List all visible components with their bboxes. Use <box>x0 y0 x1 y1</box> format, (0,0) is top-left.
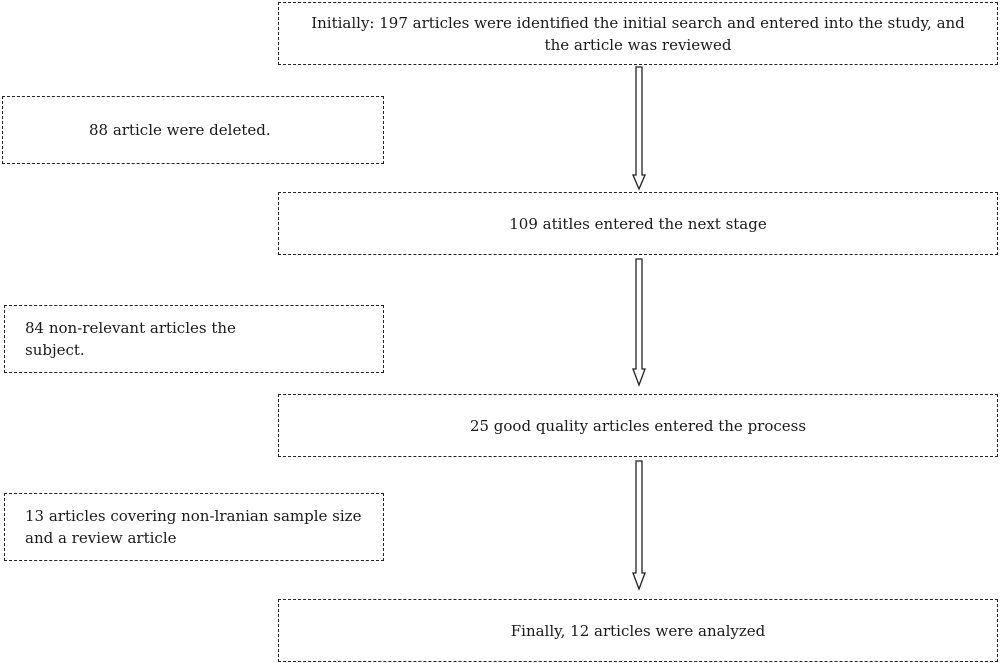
down-arrow-1 <box>632 66 646 191</box>
included-text: Finally, 12 articles were analyzed <box>510 621 766 640</box>
exclusion-box-2: 84 non-relevant articles the subject. <box>4 305 384 373</box>
down-arrow-3 <box>632 460 646 591</box>
identification-text: Initially: 197 articles were identified … <box>311 13 965 54</box>
exclusion-text-2: 84 non-relevant articles the subject. <box>25 319 236 359</box>
eligibility-text: 25 good quality articles entered the pro… <box>469 416 807 435</box>
exclusion-box-1: 88 article were deleted. <box>2 96 384 164</box>
screening-text: 109 atitles entered the next stage <box>509 214 767 233</box>
identification-box: Initially: 197 articles were identified … <box>278 2 998 65</box>
exclusion-text-3: 13 articles covering non-lranian sample … <box>25 507 362 547</box>
down-arrow-2 <box>632 258 646 387</box>
exclusion-text-1: 88 article were deleted. <box>89 121 271 139</box>
included-box: Finally, 12 articles were analyzed <box>278 599 998 662</box>
screening-box: 109 atitles entered the next stage <box>278 192 998 255</box>
exclusion-box-3: 13 articles covering non-lranian sample … <box>4 493 384 561</box>
eligibility-box: 25 good quality articles entered the pro… <box>278 394 998 457</box>
